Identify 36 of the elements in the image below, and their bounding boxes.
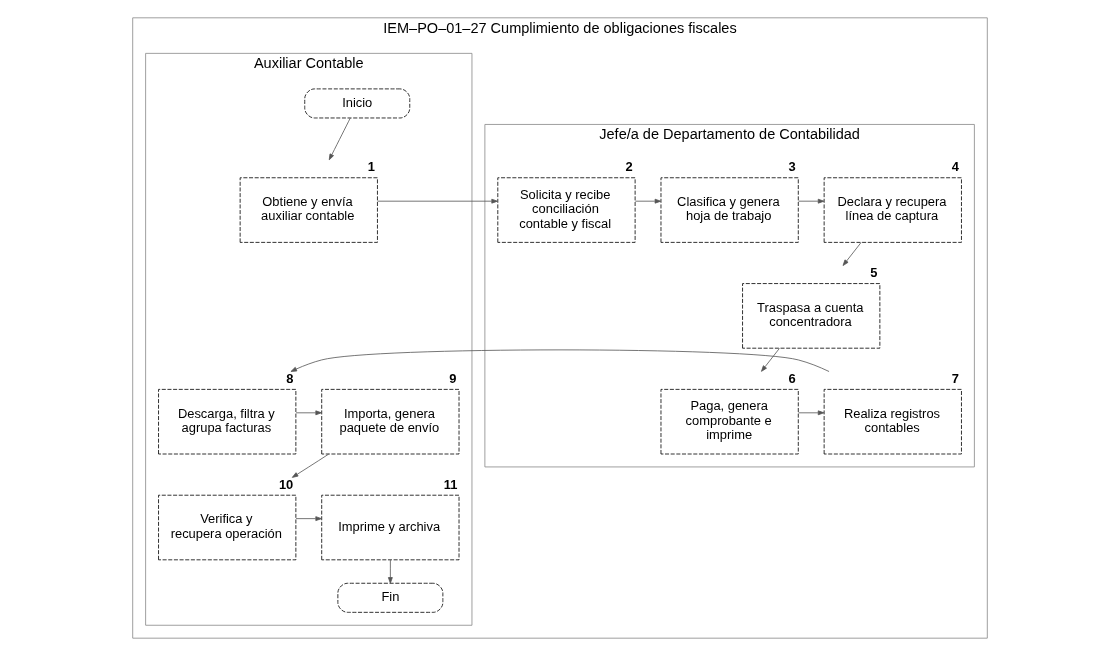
arrow [295, 516, 322, 521]
node-label: 7 [951, 370, 959, 386]
node-label: 4 [951, 159, 959, 175]
node-label: 11 [443, 476, 458, 492]
arrow [290, 349, 830, 372]
node-label: 8 [286, 370, 294, 386]
node-label: 9 [449, 370, 457, 386]
node-label: 5 [870, 264, 878, 280]
node-box: Declara y recupera línea de captura [823, 177, 962, 243]
node-label: 3 [788, 159, 796, 175]
node-box: Descarga, filtra y agrupa facturas [158, 389, 297, 455]
node-box: Realiza registros contables [823, 389, 962, 455]
node-box: Solicita y recibe conciliación contable y fiscal [497, 177, 636, 243]
node-box: Traspasa a cuenta concentradora [742, 283, 881, 349]
arrow [798, 198, 825, 204]
arrow [842, 242, 862, 266]
node-label: 2 [625, 159, 633, 175]
node-label: 1 [367, 159, 375, 175]
arrow [634, 198, 662, 204]
node-box: Importa, genera paquete de envío [321, 389, 460, 455]
node-box: Fin [337, 582, 444, 613]
node-box: Clasifica y genera hoja de trabajo [660, 177, 799, 243]
node-box: Inicio [304, 88, 411, 119]
node-box: Paga, genera comprobante e imprime [660, 389, 799, 455]
arrow [291, 453, 330, 478]
arrow [295, 410, 322, 416]
node-label: 6 [788, 370, 796, 386]
arrow [328, 117, 351, 161]
node-box: Verifica y recupera operación [158, 494, 297, 561]
arrow [388, 559, 393, 584]
node-box: Obtiene y envía auxiliar contable [239, 177, 378, 243]
arrow [761, 348, 780, 372]
arrow [798, 410, 825, 416]
node-label: 10 [278, 476, 294, 492]
node-box: Imprime y archiva [321, 494, 460, 561]
arrow [377, 198, 498, 204]
